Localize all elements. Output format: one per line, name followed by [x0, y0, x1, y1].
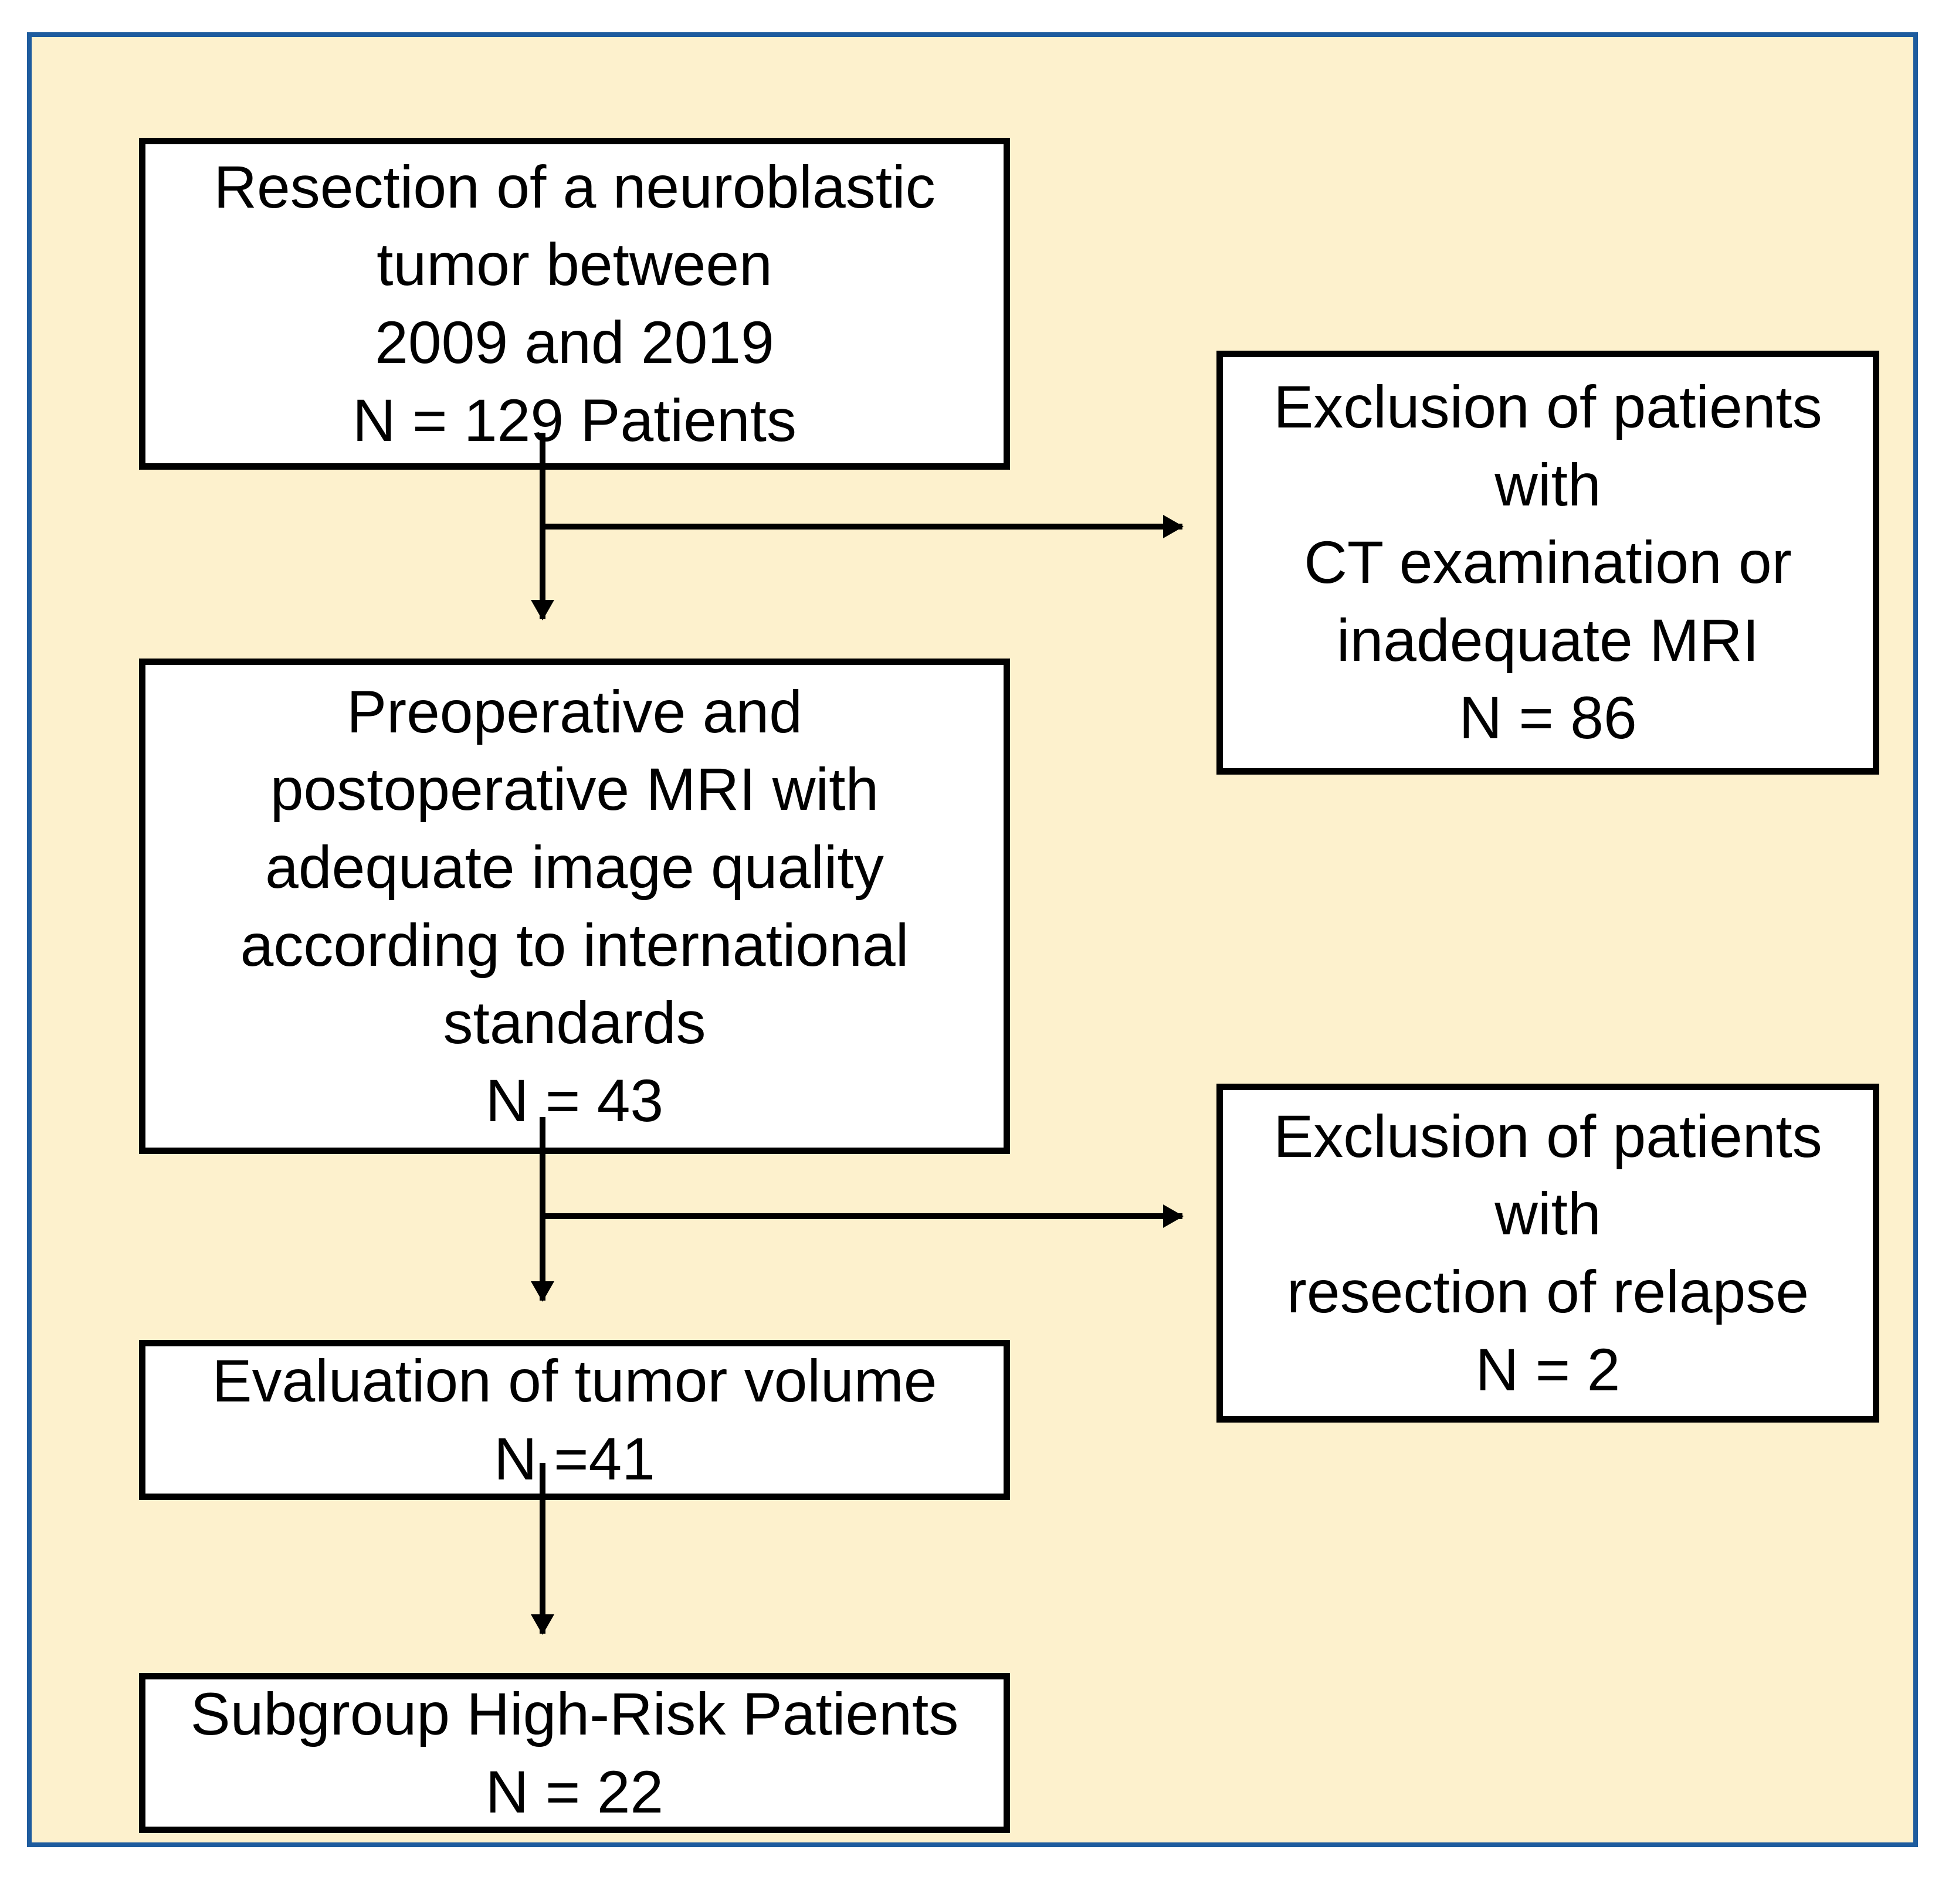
flow-box-exclusion-ct-mri: Exclusion of patients with CT examinatio… [1216, 351, 1879, 775]
flow-box-tumor-volume-text: Evaluation of tumor volume N =41 [212, 1347, 937, 1492]
flow-box-preop-postop-mri-text: Preoperative and postoperative MRI with … [240, 678, 909, 1134]
flow-box-resection: Resection of a neuroblastic tumor betwee… [139, 138, 1010, 470]
flow-box-high-risk-subgroup: Subgroup High-Risk Patients N = 22 [139, 1673, 1010, 1833]
flow-box-preop-postop-mri: Preoperative and postoperative MRI with … [139, 659, 1010, 1154]
flow-box-resection-text: Resection of a neuroblastic tumor betwee… [213, 153, 936, 454]
diagram-frame: Resection of a neuroblastic tumor betwee… [27, 32, 1918, 1847]
flow-box-tumor-volume: Evaluation of tumor volume N =41 [139, 1340, 1010, 1500]
flow-box-high-risk-subgroup-text: Subgroup High-Risk Patients N = 22 [190, 1680, 959, 1825]
flow-box-exclusion-ct-mri-text: Exclusion of patients with CT examinatio… [1273, 374, 1822, 752]
flow-box-exclusion-relapse: Exclusion of patients with resection of … [1216, 1084, 1879, 1423]
flow-box-exclusion-relapse-text: Exclusion of patients with resection of … [1273, 1102, 1822, 1403]
